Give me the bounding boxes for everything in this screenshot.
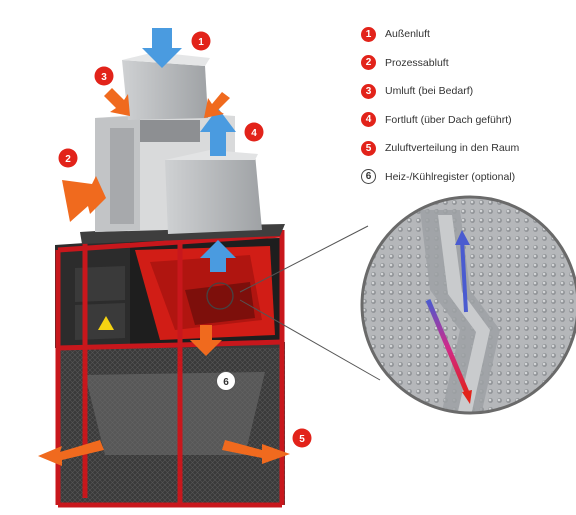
legend-badge: 6 [361, 169, 376, 185]
legend-badge: 1 [361, 26, 376, 42]
marker-6: 6 [216, 371, 236, 391]
arrow-recirc-right-icon [204, 92, 230, 118]
marker-1: 1 [191, 31, 211, 51]
legend-badge: 2 [361, 55, 376, 71]
legend: 1 Außenluft 2 Prozessabluft 3 Umluft (be… [361, 20, 571, 191]
arrow-recirc-left-icon [104, 88, 130, 116]
svg-text:3: 3 [101, 72, 107, 83]
marker-5: 5 [292, 428, 312, 448]
svg-text:5: 5 [299, 434, 305, 445]
svg-text:1: 1 [198, 37, 204, 48]
legend-label: Umluft (bei Bedarf) [385, 85, 474, 98]
svg-text:2: 2 [65, 154, 71, 165]
svg-text:6: 6 [223, 377, 229, 388]
arrow-process-air-icon [62, 176, 106, 222]
svg-text:4: 4 [251, 128, 257, 139]
legend-label: Fortluft (über Dach geführt) [385, 113, 512, 126]
marker-2: 2 [58, 148, 78, 168]
arrow-outside-air-icon [142, 28, 182, 68]
arrow-supply-down-icon [190, 325, 222, 356]
arrow-supply-right-icon [222, 440, 290, 464]
legend-item-heating-cooling-coil: 6 Heiz-/Kühlregister (optional) [361, 163, 571, 192]
legend-item-outside-air: 1 Außenluft [361, 20, 571, 49]
legend-item-exhaust-roof: 4 Fortluft (über Dach geführt) [361, 106, 571, 135]
airflow-arrows [38, 28, 290, 466]
legend-item-process-exhaust: 2 Prozessabluft [361, 49, 571, 78]
legend-label: Prozessabluft [385, 56, 449, 69]
warning-sign-icon [98, 316, 114, 330]
arrow-inner-blue-icon [200, 240, 236, 272]
legend-label: Zuluftverteilung in den Raum [385, 142, 520, 155]
legend-label: Heiz-/Kühlregister (optional) [385, 170, 516, 183]
legend-badge: 4 [361, 112, 376, 128]
heat-exchanger-zoom-lens [206, 195, 576, 415]
upper-housing [95, 112, 262, 234]
arrow-supply-left-icon [38, 440, 104, 466]
legend-badge: 5 [361, 140, 376, 156]
marker-3: 3 [94, 66, 114, 86]
legend-item-recirculation: 3 Umluft (bei Bedarf) [361, 77, 571, 106]
lower-mesh-chamber [58, 342, 285, 505]
legend-badge: 3 [361, 83, 376, 99]
legend-item-supply-distribution: 5 Zuluftverteilung in den Raum [361, 134, 571, 163]
arrow-exhaust-icon [200, 108, 236, 156]
middle-section [55, 238, 280, 348]
intake-hood [122, 60, 208, 120]
marker-4: 4 [244, 122, 264, 142]
legend-label: Außenluft [385, 28, 430, 41]
